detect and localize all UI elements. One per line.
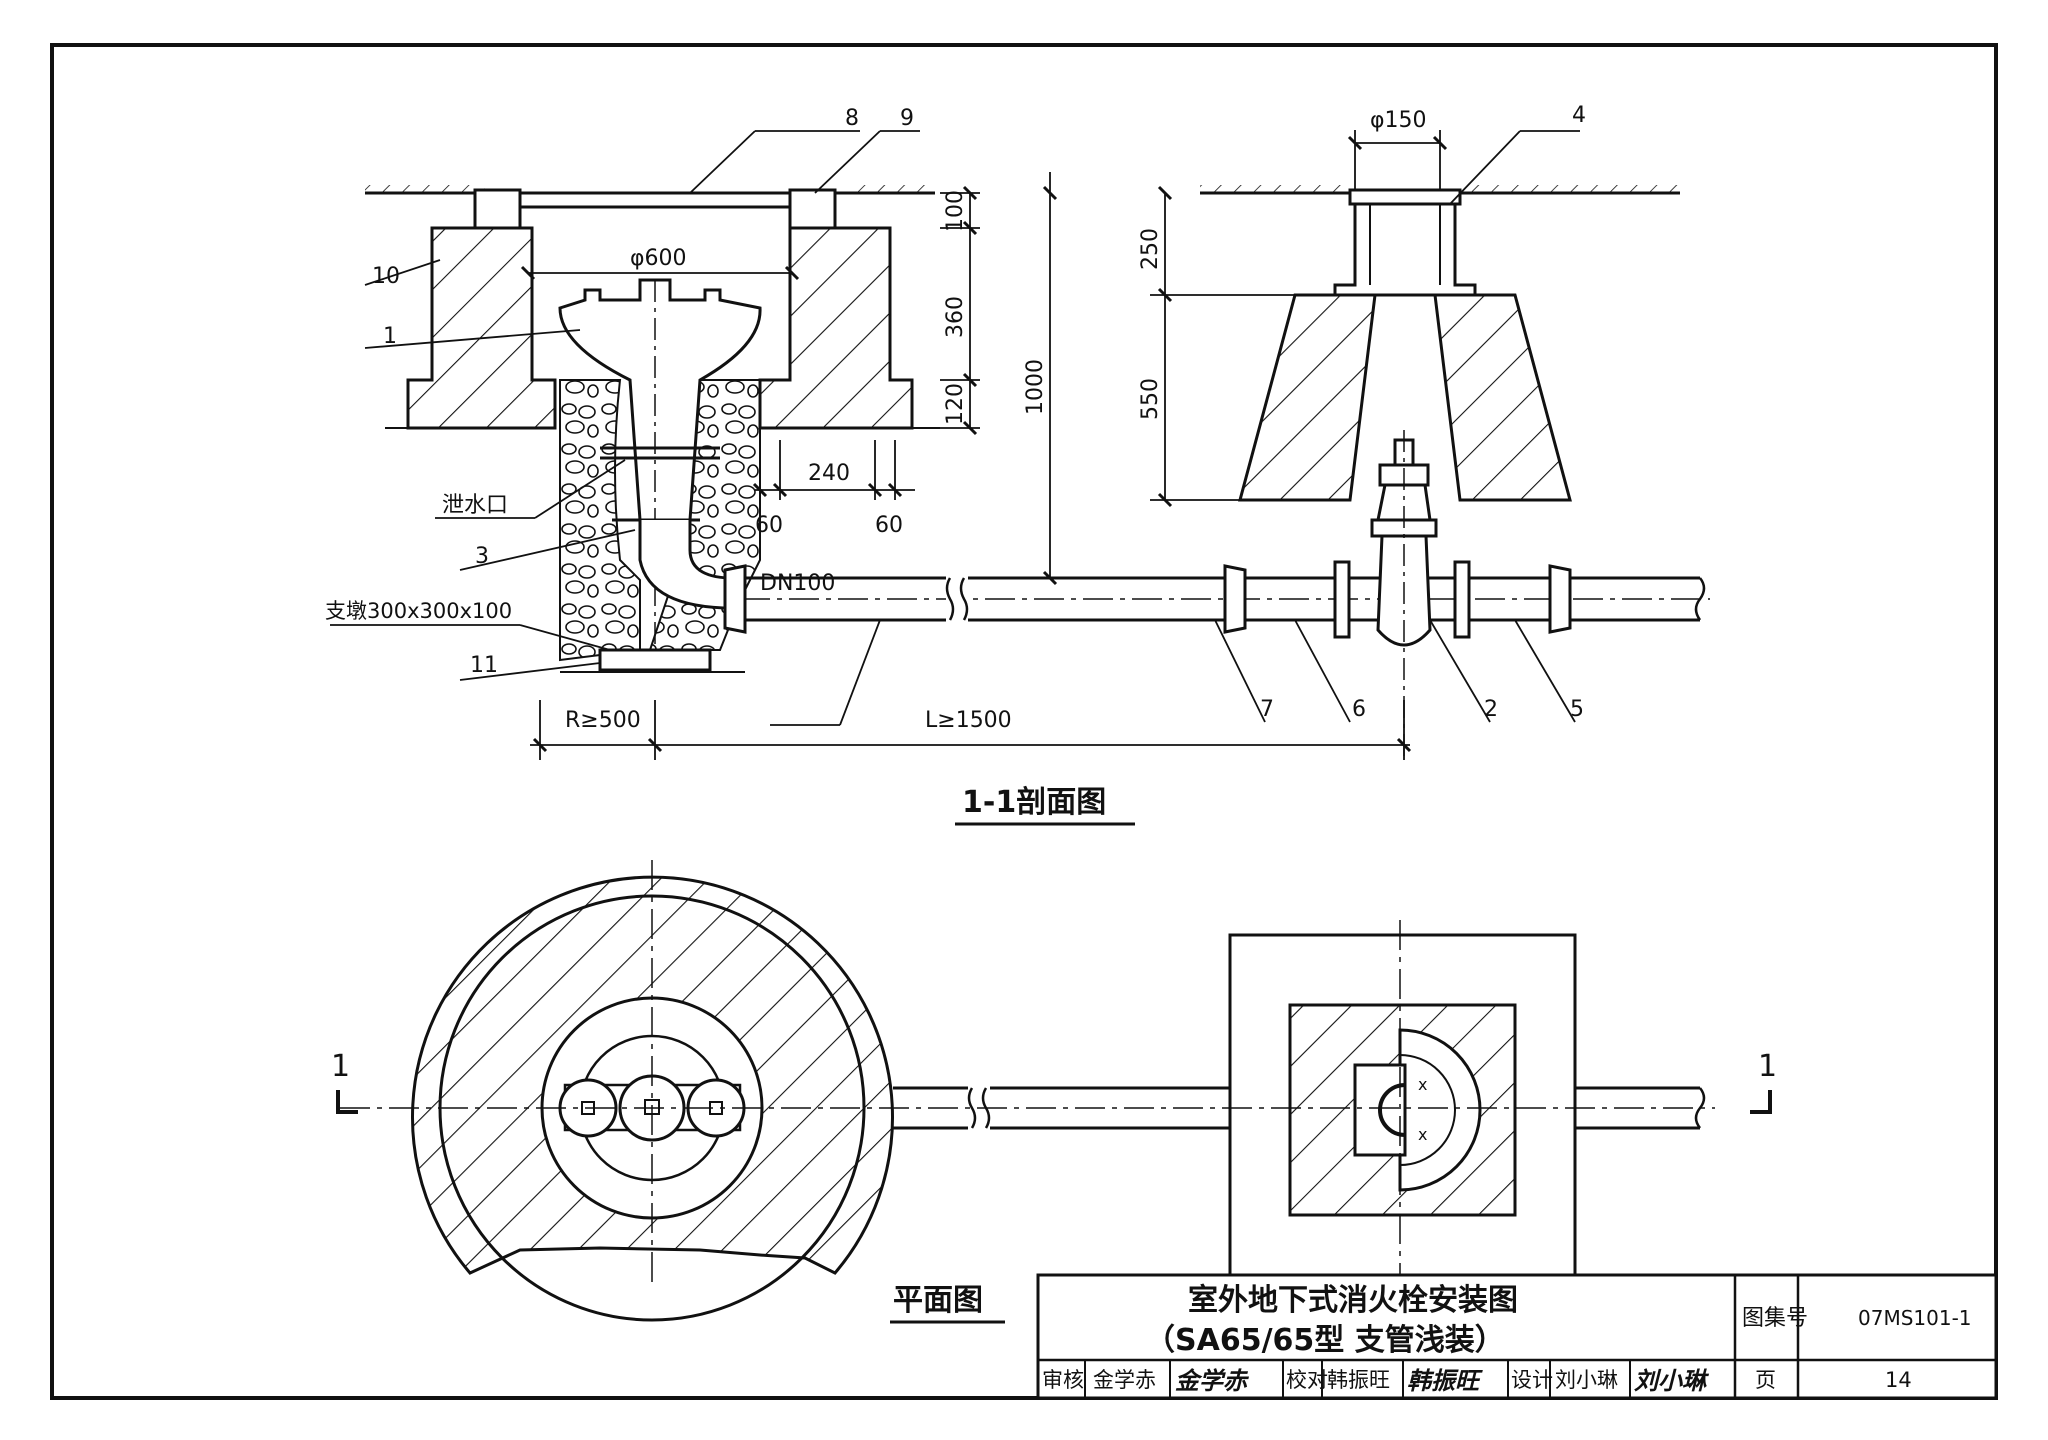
- callout-5: 5: [1570, 697, 1584, 722]
- branch-pipe: [723, 560, 1710, 639]
- dim-radius: R≥500: [565, 708, 641, 733]
- callout-9: 9: [900, 106, 914, 131]
- section-mark-right: 1: [1758, 1049, 1777, 1084]
- callout-8: 8: [845, 106, 859, 131]
- chamber-wall-left: [406, 226, 557, 430]
- dim-100: 100: [943, 190, 968, 232]
- dim-cover-dia: φ600: [630, 246, 687, 271]
- designer-name: 刘小琳: [1555, 1368, 1618, 1392]
- dim-60-left: 60: [755, 513, 783, 538]
- callout-7: 7: [1260, 697, 1274, 722]
- section-mark-left: 1: [331, 1049, 350, 1084]
- dim-250: 250: [1138, 228, 1163, 270]
- callout-drain-outlet: 泄水口: [442, 493, 508, 518]
- check-label: 校对: [1286, 1368, 1328, 1392]
- designer-signature: 刘小琳: [1634, 1366, 1710, 1395]
- page-number: 14: [1885, 1368, 1912, 1392]
- dim-length: L≥1500: [925, 708, 1012, 733]
- buttress-left: [1238, 293, 1377, 502]
- drawing-subtitle: （SA65/65型 支管浅装）: [1145, 1323, 1505, 1358]
- callout-6: 6: [1352, 697, 1366, 722]
- chamber-wall-right: [758, 226, 914, 430]
- valve-box: [1333, 202, 1477, 297]
- callout-1: 1: [383, 324, 397, 349]
- reviewer-signature: 金学赤: [1175, 1366, 1250, 1395]
- drawing-border: [50, 43, 1998, 1400]
- reviewer-name: 金学赤: [1093, 1368, 1156, 1392]
- dim-1000: 1000: [1023, 359, 1048, 415]
- callout-2: 2: [1484, 697, 1498, 722]
- dim-small-dia: φ150: [1370, 108, 1427, 133]
- title-block: 室外地下式消火栓安装图 （SA65/65型 支管浅装） 图集号 07MS101-…: [1036, 1273, 1998, 1400]
- gate-valve: [1370, 430, 1438, 760]
- svg-text:x: x: [1418, 1125, 1427, 1144]
- section-title: 1-1剖面图: [962, 785, 1106, 820]
- section-view: [330, 130, 1710, 760]
- dim-pipe: DN100: [760, 571, 835, 596]
- dimension-lines: [520, 130, 1448, 760]
- dim-60-right: 60: [875, 513, 903, 538]
- page-label: 页: [1755, 1368, 1776, 1392]
- dim-240: 240: [808, 461, 850, 486]
- plan-title: 平面图: [893, 1283, 983, 1318]
- checker-name: 韩振旺: [1327, 1368, 1390, 1392]
- gravel-left: [559, 379, 641, 662]
- dim-120: 120: [943, 383, 968, 425]
- atlas-label: 图集号: [1742, 1306, 1808, 1331]
- callout-10: 10: [372, 264, 400, 289]
- support-pier: [598, 648, 712, 672]
- dim-360: 360: [943, 296, 968, 338]
- design-label: 设计: [1511, 1368, 1553, 1392]
- hydrant-body: [558, 278, 762, 522]
- checker-signature: 韩振旺: [1407, 1366, 1483, 1395]
- callout-4: 4: [1572, 103, 1586, 128]
- leader-lines: [330, 130, 1580, 726]
- drawing-title: 室外地下式消火栓安装图: [1188, 1283, 1518, 1318]
- plan-view: x x 1 1 平面图: [331, 860, 1777, 1324]
- buttress-right: [1433, 293, 1572, 502]
- dim-550: 550: [1138, 378, 1163, 420]
- callout-3: 3: [475, 544, 489, 569]
- callout-11: 11: [470, 653, 498, 678]
- callout-support-pier: 支墩300x300x100: [325, 599, 512, 623]
- review-label: 审核: [1042, 1368, 1084, 1392]
- svg-text:x: x: [1418, 1075, 1427, 1094]
- section-labels: 8 9 10 1 泄水口 3 支墩300x300x100 11 4 7 6 2 …: [325, 103, 1586, 826]
- atlas-number: 07MS101-1: [1858, 1306, 1972, 1330]
